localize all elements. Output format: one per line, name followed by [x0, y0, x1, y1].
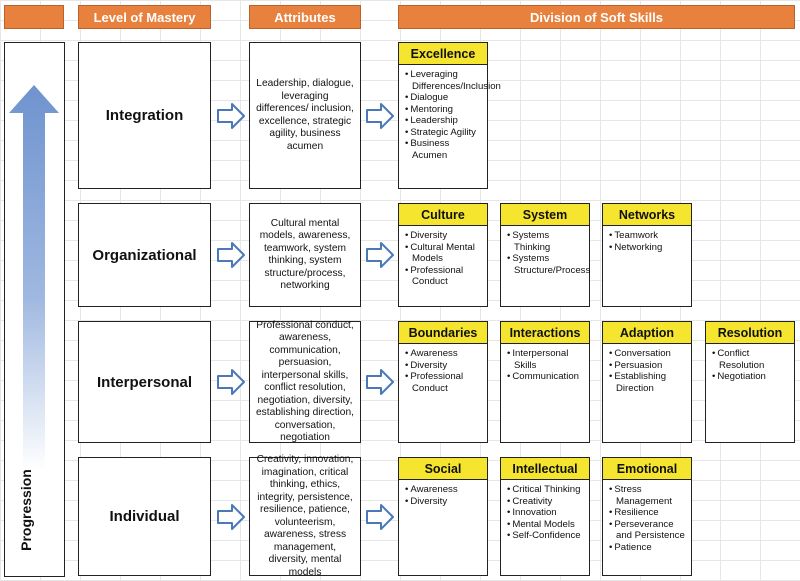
skill-list: DiversityCultural Mental ModelsProfessio… [399, 226, 487, 288]
skill-list-item: Establishing Direction [609, 371, 686, 394]
skill-box-social: SocialAwarenessDiversity [398, 457, 488, 576]
skill-list: Interpersonal SkillsCommunication [501, 344, 589, 383]
skill-box-boundaries: BoundariesAwarenessDiversityProfessional… [398, 321, 488, 443]
skill-list-item: Innovation [507, 507, 584, 519]
skill-list-item: Stress Management [609, 484, 686, 507]
skill-list: Conflict ResolutionNegotiation [706, 344, 794, 383]
skill-title: Networks [603, 204, 691, 226]
skill-list-item: Diversity [405, 230, 482, 242]
skill-list-item: Interpersonal Skills [507, 348, 584, 371]
skill-box-system: SystemSystems ThinkingSystems Structure/… [500, 203, 590, 307]
skill-list-item: Mentoring [405, 104, 482, 116]
skill-list-item: Diversity [405, 360, 482, 372]
skill-list-item: Teamwork [609, 230, 686, 242]
skill-title: System [501, 204, 589, 226]
skill-list-item: Dialogue [405, 92, 482, 104]
skill-list-item: Professional Conduct [405, 265, 482, 288]
skill-box-networks: NetworksTeamworkNetworking [602, 203, 692, 307]
skill-box-culture: CultureDiversityCultural Mental ModelsPr… [398, 203, 488, 307]
skill-title: Adaption [603, 322, 691, 344]
skill-box-emotional: EmotionalStress ManagementResiliencePers… [602, 457, 692, 576]
skill-box-adaption: AdaptionConversationPersuasionEstablishi… [602, 321, 692, 443]
skill-list-item: Conversation [609, 348, 686, 360]
right-arrow-icon [217, 369, 245, 395]
skill-list-item: Business Acumen [405, 138, 482, 161]
right-arrow-icon [217, 242, 245, 268]
progression-box [4, 42, 65, 577]
right-arrow-icon [366, 102, 394, 129]
skill-list: AwarenessDiversity [399, 480, 487, 507]
skill-list: Leveraging Differences/InclusionDialogue… [399, 65, 501, 161]
skill-list-item: Mental Models [507, 519, 584, 531]
level-box-integration: Integration [78, 42, 211, 189]
skill-box-excellence: ExcellenceLeveraging Differences/Inclusi… [398, 42, 501, 189]
level-box-organizational: Organizational [78, 203, 211, 307]
skill-box-interactions: InteractionsInterpersonal SkillsCommunic… [500, 321, 590, 443]
skill-list-item: Professional Conduct [405, 371, 482, 394]
skill-box-resolution: ResolutionConflict ResolutionNegotiation [705, 321, 795, 443]
skill-title: Excellence [399, 43, 487, 65]
skill-list-item: Perseverance and Persistence [609, 519, 686, 542]
skill-list-item: Systems Thinking [507, 230, 584, 253]
skill-list-item: Self-Confidence [507, 530, 584, 542]
progression-arrow-icon [9, 85, 59, 471]
skill-list-item: Cultural Mental Models [405, 242, 482, 265]
skill-list-item: Patience [609, 542, 686, 554]
skill-list: AwarenessDiversityProfessional Conduct [399, 344, 487, 394]
skill-title: Intellectual [501, 458, 589, 480]
skill-list-item: Diversity [405, 496, 482, 508]
right-arrow-icon [217, 102, 245, 129]
skill-list: Systems ThinkingSystems Structure/Proces… [501, 226, 590, 276]
right-arrow-icon [366, 503, 394, 530]
skill-list: Stress ManagementResiliencePerseverance … [603, 480, 691, 553]
header-level-of-mastery: Level of Mastery [78, 5, 211, 29]
skill-title: Culture [399, 204, 487, 226]
skill-title: Resolution [706, 322, 794, 344]
skill-list-item: Resilience [609, 507, 686, 519]
skill-title: Emotional [603, 458, 691, 480]
skill-list-item: Negotiation [712, 371, 789, 383]
skill-list-item: Strategic Agility [405, 127, 482, 139]
attributes-box: Creativity, innovation, imagination, cri… [249, 454, 361, 578]
progression-label: Progression [18, 469, 34, 551]
skill-list: ConversationPersuasionEstablishing Direc… [603, 344, 691, 394]
skill-list-item: Communication [507, 371, 584, 383]
skill-list-item: Creativity [507, 496, 584, 508]
skill-title: Boundaries [399, 322, 487, 344]
skill-list-item: Leveraging Differences/Inclusion [405, 69, 501, 92]
skill-list-item: Networking [609, 242, 686, 254]
right-arrow-icon [366, 242, 394, 268]
skill-list-item: Systems Structure/Process [507, 253, 590, 276]
skill-list: Critical ThinkingCreativityInnovationMen… [501, 480, 589, 542]
header-attributes: Attributes [249, 5, 361, 29]
skill-list-item: Conflict Resolution [712, 348, 789, 371]
skill-title: Interactions [501, 322, 589, 344]
skill-list-item: Awareness [405, 348, 482, 360]
level-box-interpersonal: Interpersonal [78, 321, 211, 443]
attributes-box: Professional conduct, awareness, communi… [249, 320, 361, 443]
skill-list-item: Awareness [405, 484, 482, 496]
right-arrow-icon [217, 503, 245, 530]
right-arrow-icon [366, 369, 394, 395]
attributes-box: Leadership, dialogue, leveraging differe… [249, 42, 361, 189]
skill-box-intellectual: IntellectualCritical ThinkingCreativityI… [500, 457, 590, 576]
level-box-individual: Individual [78, 457, 211, 576]
attributes-box: Cultural mental models, awareness, teamw… [249, 203, 361, 307]
skill-list-item: Persuasion [609, 360, 686, 372]
skill-list: TeamworkNetworking [603, 226, 691, 253]
header-spacer [4, 5, 64, 29]
skill-list-item: Critical Thinking [507, 484, 584, 496]
header-division-of-soft-skills: Division of Soft Skills [398, 5, 795, 29]
skill-title: Social [399, 458, 487, 480]
skill-list-item: Leadership [405, 115, 482, 127]
